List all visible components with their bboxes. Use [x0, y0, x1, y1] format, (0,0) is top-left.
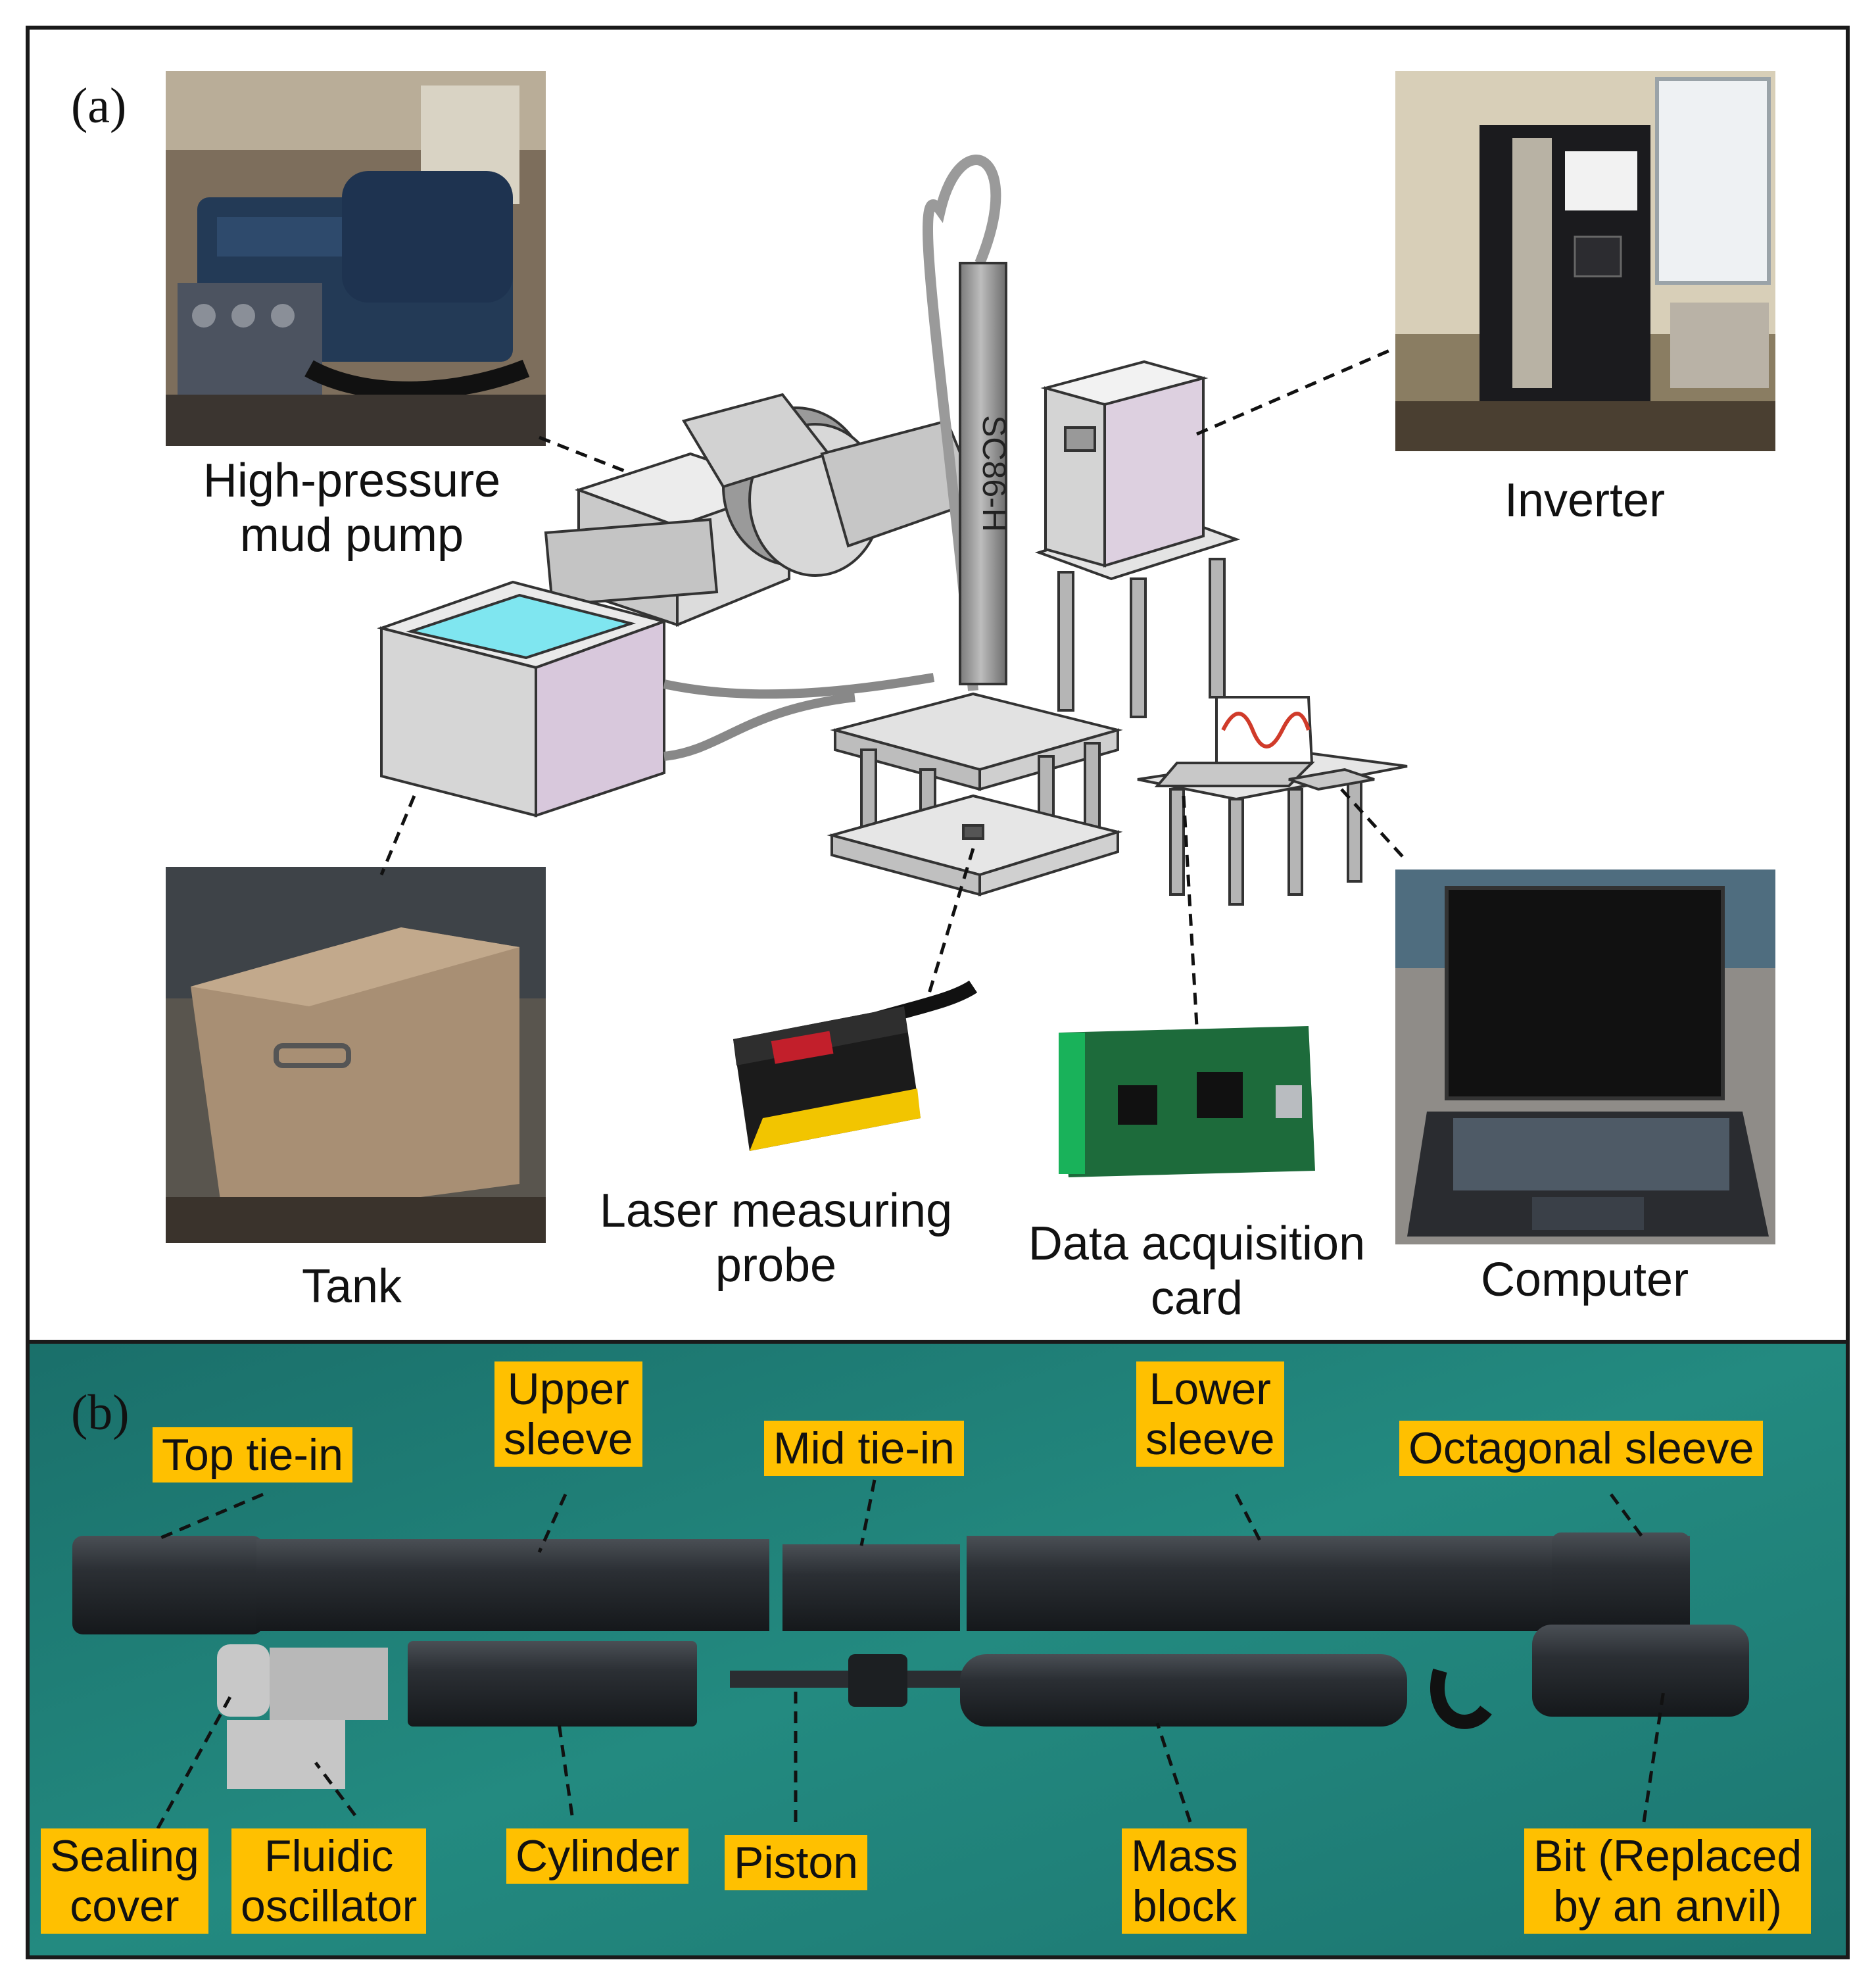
mass-block-part [960, 1654, 1407, 1727]
pump-label-line1: High-pressure [203, 454, 501, 507]
inverter-label: Inverter [1504, 474, 1666, 527]
schematic [377, 155, 1408, 906]
tag-upper-sleeve-2: sleeve [504, 1414, 633, 1465]
inverter-photo [1395, 71, 1775, 451]
tag-mass-block-1: Mass [1131, 1831, 1238, 1881]
tag-upper-sleeve-1: Upper [507, 1364, 629, 1414]
daq-label-line2: card [1150, 1271, 1243, 1325]
octagonal-sleeve-part [1552, 1532, 1690, 1631]
pump-label-line2: mud pump [239, 508, 464, 562]
laser-probe-label: Laser measuring probe [552, 1184, 999, 1293]
tag-sealing-cover-2: cover [70, 1881, 180, 1932]
tag-piston: Piston [725, 1835, 867, 1891]
tag-bit-2: by an anvil) [1553, 1881, 1782, 1932]
tag-top-tie-in: Top tie-in [153, 1427, 352, 1483]
tag-bit: Bit (Replaced by an anvil) [1524, 1828, 1812, 1934]
computer-photo [1395, 870, 1775, 1244]
laser-probe-line1: Laser measuring [599, 1185, 953, 1237]
tank-photo [166, 867, 546, 1243]
tag-octagonal-sleeve: Octagonal sleeve [1399, 1421, 1764, 1477]
tag-bit-1: Bit (Replaced [1533, 1831, 1802, 1881]
tank-label: Tank [301, 1260, 402, 1313]
tag-upper-sleeve: Upper sleeve [494, 1361, 642, 1467]
cylinder-part [408, 1641, 697, 1727]
bit-part [1532, 1625, 1749, 1717]
column-text: SC86-H [976, 415, 1013, 532]
daq-label-line1: Data acquisition [1028, 1217, 1366, 1270]
tag-mid-tie-in: Mid tie-in [764, 1421, 964, 1477]
tag-fluidic-oscillator-1: Fluidic [264, 1831, 394, 1881]
panel-b-label: (b) [71, 1385, 130, 1440]
tag-mass-block: Mass block [1122, 1828, 1247, 1934]
tag-cylinder: Cylinder [506, 1828, 689, 1884]
tag-lower-sleeve-1: Lower [1149, 1364, 1271, 1414]
daq-label: Data acquisition card [980, 1217, 1414, 1326]
daq-card-image [1059, 1026, 1315, 1177]
tag-fluidic-oscillator: Fluidic oscillator [231, 1828, 427, 1934]
tag-lower-sleeve-2: sleeve [1145, 1414, 1275, 1465]
tag-lower-sleeve: Lower sleeve [1136, 1361, 1284, 1467]
tag-fluidic-oscillator-2: oscillator [241, 1881, 418, 1932]
laser-probe-line2: probe [715, 1238, 837, 1292]
top-tie-in-part [72, 1536, 263, 1634]
leader-lines-b [156, 1479, 1666, 1830]
leader-lines-a [379, 347, 1408, 1027]
tag-sealing-cover-1: Sealing [50, 1831, 199, 1881]
mid-tie-in-part [782, 1544, 960, 1631]
laser-probe-image [733, 980, 978, 1151]
computer-label: Computer [1480, 1254, 1689, 1306]
tag-sealing-cover: Sealing cover [41, 1828, 208, 1934]
tag-mass-block-2: block [1132, 1881, 1237, 1932]
upper-sleeve-part [256, 1539, 769, 1631]
fluidic-oscillator-part-1 [270, 1648, 388, 1720]
panel-a-label: (a) [71, 78, 127, 134]
pump-photo [166, 71, 546, 446]
pump-label: High-pressure mud pump [168, 454, 536, 563]
